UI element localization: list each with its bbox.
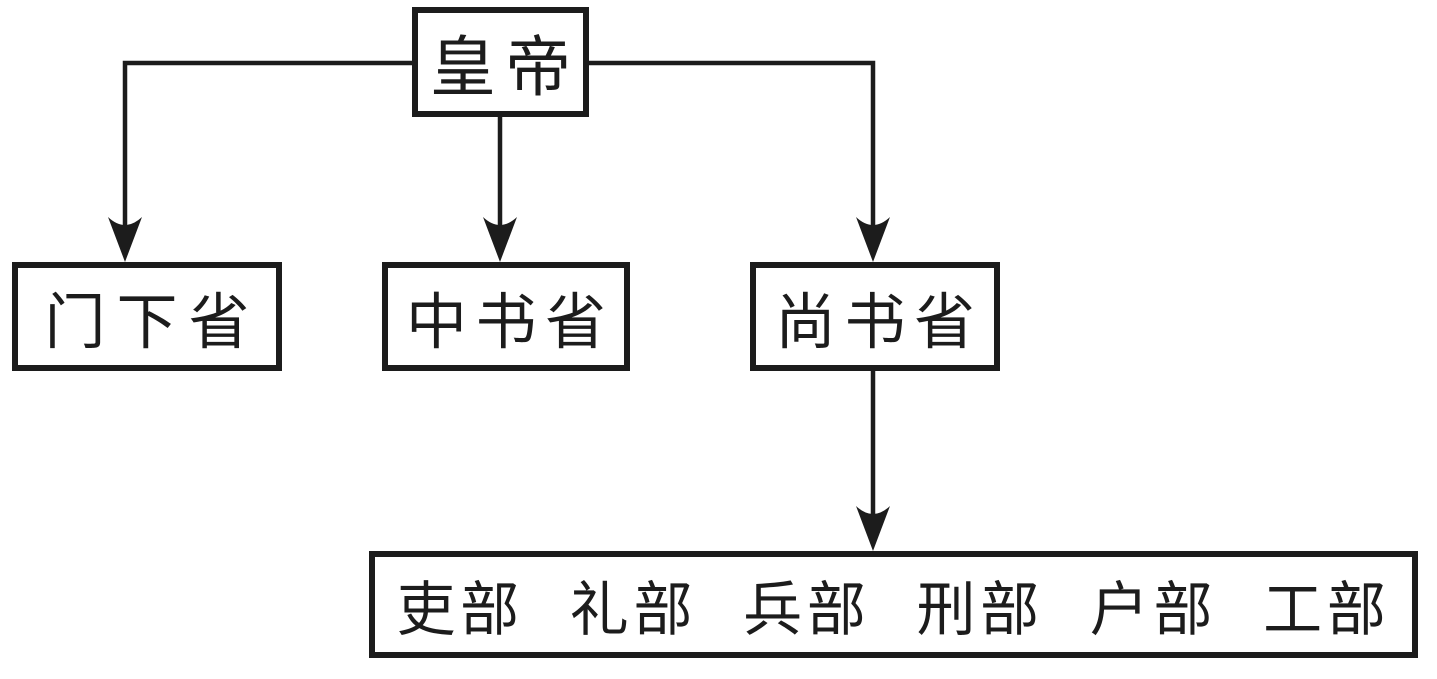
node-six-ministries-label: 吏部 礼部 兵部 刑部 户部 工部 xyxy=(396,575,1391,644)
node-emperor-label: 皇帝 xyxy=(429,29,581,106)
node-zhongshu-label: 中书省 xyxy=(405,287,615,358)
node-six-ministries: 吏部 礼部 兵部 刑部 户部 工部 xyxy=(369,551,1418,658)
node-menxia-province: 门下省 xyxy=(12,262,282,371)
node-menxia-label: 门下省 xyxy=(44,287,261,358)
arrowhead-ministries-icon xyxy=(856,506,890,551)
node-shangshu-label: 尚书省 xyxy=(774,287,984,358)
arrowhead-zhongshu-icon xyxy=(483,217,517,262)
edge-emperor-shangshu xyxy=(589,60,876,246)
arrowhead-menxia-icon xyxy=(108,217,142,262)
arrowhead-shangshu-icon xyxy=(856,217,890,262)
node-zhongshu-province: 中书省 xyxy=(382,262,630,371)
node-shangshu-province: 尚书省 xyxy=(750,262,1000,371)
node-emperor: 皇帝 xyxy=(412,7,589,117)
edge-emperor-menxia xyxy=(122,60,412,246)
